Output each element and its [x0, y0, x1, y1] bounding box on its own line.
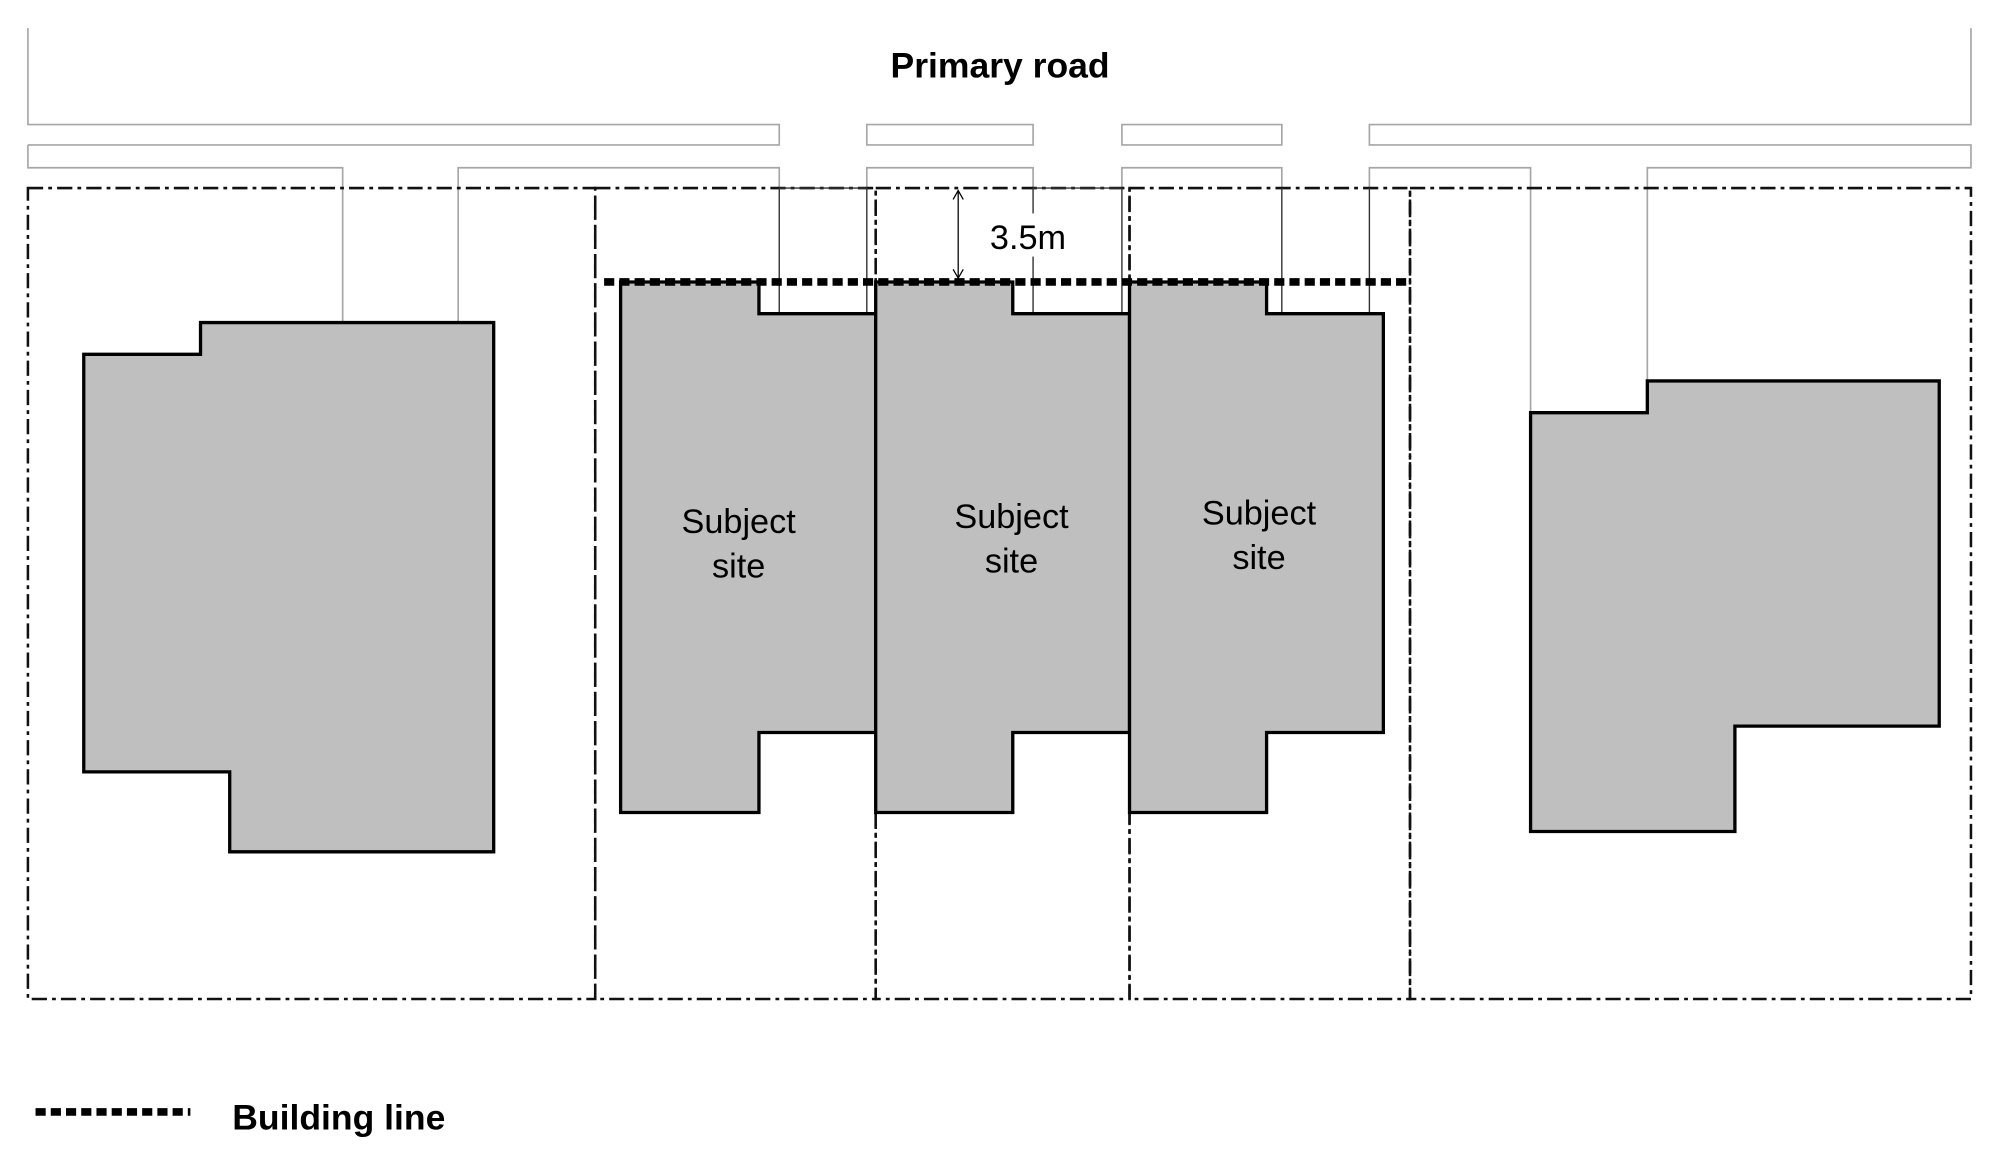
- subject-site-label: site: [712, 548, 765, 586]
- subject-site-3: Subject site: [1127, 280, 1386, 815]
- arrow-up-icon: [952, 189, 964, 200]
- legend-building-line-label: Building line: [232, 1098, 445, 1138]
- primary-road: Primary road: [27, 28, 1972, 143]
- subject-site-label: Subject: [954, 498, 1069, 536]
- setback-label: 3.5m: [990, 219, 1066, 257]
- driveways: [778, 187, 1371, 314]
- neighbour-building-right: [1528, 379, 1941, 834]
- subject-site-label: site: [985, 543, 1038, 581]
- service-road: [27, 142, 1972, 413]
- subject-site-label: Subject: [682, 503, 797, 541]
- lot-boundaries: [26, 186, 1973, 1001]
- subject-site-label: Subject: [1202, 494, 1317, 532]
- lot-boundary-right: [1408, 186, 1973, 1001]
- subject-site-1: Subject site: [618, 280, 878, 815]
- legend: Building line: [35, 1098, 445, 1138]
- arrow-down-icon: [952, 268, 964, 280]
- primary-road-label: Primary road: [891, 46, 1110, 86]
- lot-boundary-left: [26, 186, 597, 1001]
- subject-site-label: site: [1232, 539, 1285, 577]
- subject-site-2: Subject site: [874, 280, 1132, 815]
- neighbour-building-left: [82, 320, 496, 854]
- setback-dimension: 3.5m: [952, 189, 1079, 280]
